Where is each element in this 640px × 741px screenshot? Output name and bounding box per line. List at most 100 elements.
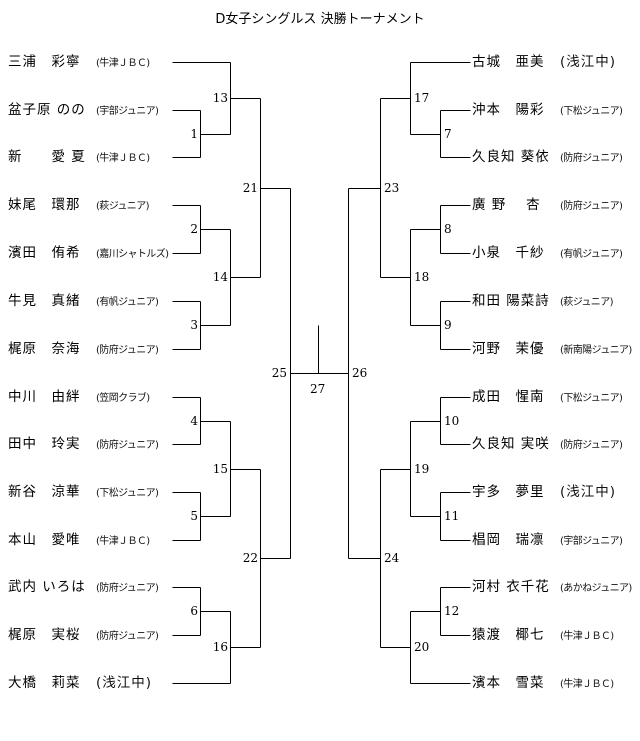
match-number-m16: 16 — [212, 640, 228, 654]
player-team: (防府ジュニア) — [96, 440, 159, 451]
match-number-m25: 25 — [271, 366, 287, 380]
match-number-m3: 3 — [190, 318, 198, 332]
player-team: (防府ジュニア) — [560, 153, 623, 164]
player-entry: 新 愛 夏 (牛津ＪＢＣ) — [8, 148, 150, 166]
player-name: 武内 いろは — [8, 579, 86, 595]
match-number-m4: 4 — [190, 414, 198, 428]
match-number-m23: 23 — [384, 181, 400, 195]
player-entry: 河野 茉優 (新南陽ジュニア) — [472, 340, 632, 358]
player-entry: 新谷 涼華 (下松ジュニア) — [8, 483, 159, 501]
player-entry: 久良知 葵依 (防府ジュニア) — [472, 148, 623, 166]
match-number-m20: 20 — [414, 640, 430, 654]
player-name: 新 愛 夏 — [8, 149, 86, 165]
player-entry: 椙岡 瑞凛 (宇部ジュニア) — [472, 531, 623, 549]
player-name: 本山 愛唯 — [8, 532, 81, 548]
player-entry: 古城 亜美(浅江中) — [472, 53, 616, 71]
player-name: 妹尾 環那 — [8, 197, 81, 213]
player-entry: 大橋 莉菜(浅江中) — [8, 674, 152, 692]
player-name: 河野 茉優 — [472, 341, 545, 357]
player-name: 椙岡 瑞凛 — [472, 532, 545, 548]
match-number-m21: 21 — [242, 181, 258, 195]
player-entry: 河村 衣千花 (あかねジュニア) — [472, 578, 632, 596]
player-name: 三浦 彩寧 — [8, 54, 81, 70]
player-team: (牛津ＪＢＣ) — [96, 536, 150, 547]
player-team: (牛津ＪＢＣ) — [96, 58, 150, 69]
player-entry: 久良知 実咲 (防府ジュニア) — [472, 435, 623, 453]
player-team: (牛津ＪＢＣ) — [560, 679, 614, 690]
match-number-m7: 7 — [444, 127, 452, 141]
player-name: 沖本 陽彩 — [472, 102, 545, 118]
match-number-m13: 13 — [212, 91, 228, 105]
player-team: (浅江中) — [560, 54, 617, 70]
player-team: (牛津ＪＢＣ) — [96, 153, 150, 164]
player-entry: 中川 由絆 (笠岡クラブ) — [8, 388, 150, 406]
player-name: 盆子原 のの — [8, 102, 86, 118]
player-team: (浅江中) — [96, 675, 153, 691]
player-name: 梶原 実桜 — [8, 627, 81, 643]
match-number-m22: 22 — [242, 551, 258, 565]
player-team: (宇部ジュニア) — [96, 106, 159, 117]
player-team: (下松ジュニア) — [560, 106, 623, 117]
player-name: 河村 衣千花 — [472, 579, 550, 595]
player-name: 濱田 侑希 — [8, 245, 81, 261]
player-name: 廣 野 杏 — [472, 197, 541, 213]
player-team: (新南陽ジュニア) — [560, 345, 632, 356]
player-entry: 梶原 実桜(防府ジュニア) — [8, 626, 159, 644]
player-entry: 小泉 千紗(有帆ジュニア) — [472, 244, 623, 262]
match-number-m1: 1 — [190, 127, 198, 141]
match-number-m17: 17 — [414, 91, 430, 105]
match-number-m11: 11 — [444, 509, 460, 523]
match-number-m26: 26 — [352, 366, 368, 380]
player-name: 濱本 雪菜 — [472, 675, 545, 691]
player-entry: 梶原 奈海 (防府ジュニア) — [8, 340, 159, 358]
player-name: 田中 玲実 — [8, 436, 81, 452]
player-name: 牛見 真緒 — [8, 293, 81, 309]
player-team: (防府ジュニア) — [560, 201, 623, 212]
player-team: (宇部ジュニア) — [560, 536, 623, 547]
player-entry: 沖本 陽彩 (下松ジュニア) — [472, 101, 623, 119]
player-entry: 田中 玲実 (防府ジュニア) — [8, 435, 159, 453]
player-team: (防府ジュニア) — [560, 440, 623, 451]
match-number-m24: 24 — [384, 551, 400, 565]
player-name: 梶原 奈海 — [8, 341, 81, 357]
player-team: (防府ジュニア) — [96, 583, 159, 594]
player-name: 久良知 葵依 — [472, 149, 550, 165]
player-team: (萩ジュニア) — [96, 201, 150, 212]
player-entry: 猿渡 椰七(牛津ＪＢＣ) — [472, 626, 614, 644]
player-entry: 和田 陽菜詩 (萩ジュニア) — [472, 292, 614, 310]
player-entry: 本山 愛唯 (牛津ＪＢＣ) — [8, 531, 150, 549]
player-entry: 廣 野 杏 (防府ジュニア) — [472, 196, 623, 214]
match-number-m5: 5 — [190, 509, 198, 523]
player-name: 新谷 涼華 — [8, 484, 81, 500]
match-number-m14: 14 — [212, 270, 228, 284]
player-team: (牛津ＪＢＣ) — [560, 631, 614, 642]
player-team: (有帆ジュニア) — [96, 297, 159, 308]
match-number-m27: 27 — [310, 382, 326, 396]
player-entry: 成田 惺南 (下松ジュニア) — [472, 388, 623, 406]
player-entry: 三浦 彩寧 (牛津ＪＢＣ) — [8, 53, 150, 71]
player-entry: 武内 いろは (防府ジュニア) — [8, 578, 159, 596]
player-team: (笠岡クラブ) — [96, 393, 150, 404]
page-title: D女子シングルス 決勝トーナメント — [215, 12, 425, 27]
player-name: 成田 惺南 — [472, 389, 545, 405]
player-name: 久良知 実咲 — [472, 436, 550, 452]
player-name: 宇多 夢里 — [472, 484, 545, 500]
player-team: (下松ジュニア) — [560, 393, 623, 404]
player-name: 中川 由絆 — [8, 389, 81, 405]
player-team: (防府ジュニア) — [96, 345, 159, 356]
match-number-m10: 10 — [444, 414, 460, 428]
player-entry: 宇多 夢里 (浅江中) — [472, 483, 616, 501]
player-team: (浅江中) — [560, 484, 617, 500]
match-number-m2: 2 — [190, 222, 198, 236]
match-number-m19: 19 — [414, 462, 430, 476]
player-team: (萩ジュニア) — [560, 297, 614, 308]
player-entry: 濱本 雪菜 (牛津ＪＢＣ) — [472, 674, 614, 692]
player-team: (嘉川シャトルズ) — [96, 249, 169, 260]
player-name: 小泉 千紗 — [472, 245, 545, 261]
player-team: (あかねジュニア) — [560, 583, 632, 594]
player-entry: 盆子原 のの (宇部ジュニア) — [8, 101, 159, 119]
player-team: (下松ジュニア) — [96, 488, 159, 499]
player-entry: 牛見 真緒 (有帆ジュニア) — [8, 292, 159, 310]
player-name: 和田 陽菜詩 — [472, 293, 550, 309]
